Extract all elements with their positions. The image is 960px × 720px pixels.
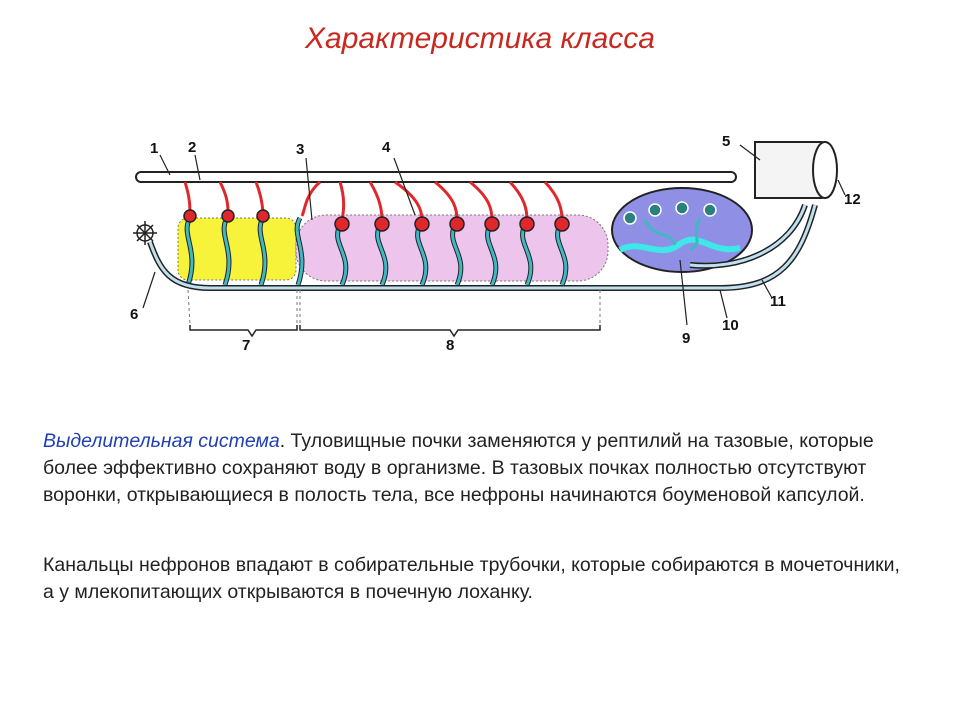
label-10: 10: [722, 317, 739, 334]
dashed-guides: [187, 289, 601, 326]
label-8: 8: [446, 337, 454, 354]
kidney-diagram: 1 2 3 4 5 6 7 8 9 10 11 12: [130, 133, 861, 354]
label-7: 7: [242, 337, 250, 354]
paragraph-1: Выделительная система. Туловищные почки …: [43, 428, 903, 509]
label-6: 6: [130, 306, 138, 323]
label-9: 9: [682, 330, 690, 347]
paragraph-1-lead: Выделительная система: [43, 430, 280, 452]
nephrons-right-inner: [336, 224, 568, 286]
paragraph-1-body: . Туловищные почки заменяются у рептилий…: [43, 430, 874, 506]
nephrons-left-inner: [185, 217, 304, 286]
leader-lines: [142, 144, 846, 326]
label-5: 5: [722, 133, 730, 150]
label-1: 1: [150, 140, 158, 157]
label-2: 2: [188, 139, 196, 156]
arterioles: [183, 180, 564, 221]
metanephros-zone-blue: [611, 187, 753, 273]
nephrostome: [133, 221, 157, 245]
label-11: 11: [770, 293, 786, 310]
label-4: 4: [382, 139, 391, 156]
slide-title: Характеристика класса: [305, 22, 655, 55]
label-12: 12: [844, 191, 861, 208]
glomeruli: [183, 209, 570, 232]
brackets: [189, 325, 601, 338]
label-3: 3: [296, 141, 304, 158]
mesonephros-zone-yellow: [177, 217, 297, 281]
paragraph-2: Канальцы нефронов впадают в собирательны…: [43, 554, 900, 603]
aorta: [135, 171, 737, 183]
cloaca: [754, 141, 838, 199]
